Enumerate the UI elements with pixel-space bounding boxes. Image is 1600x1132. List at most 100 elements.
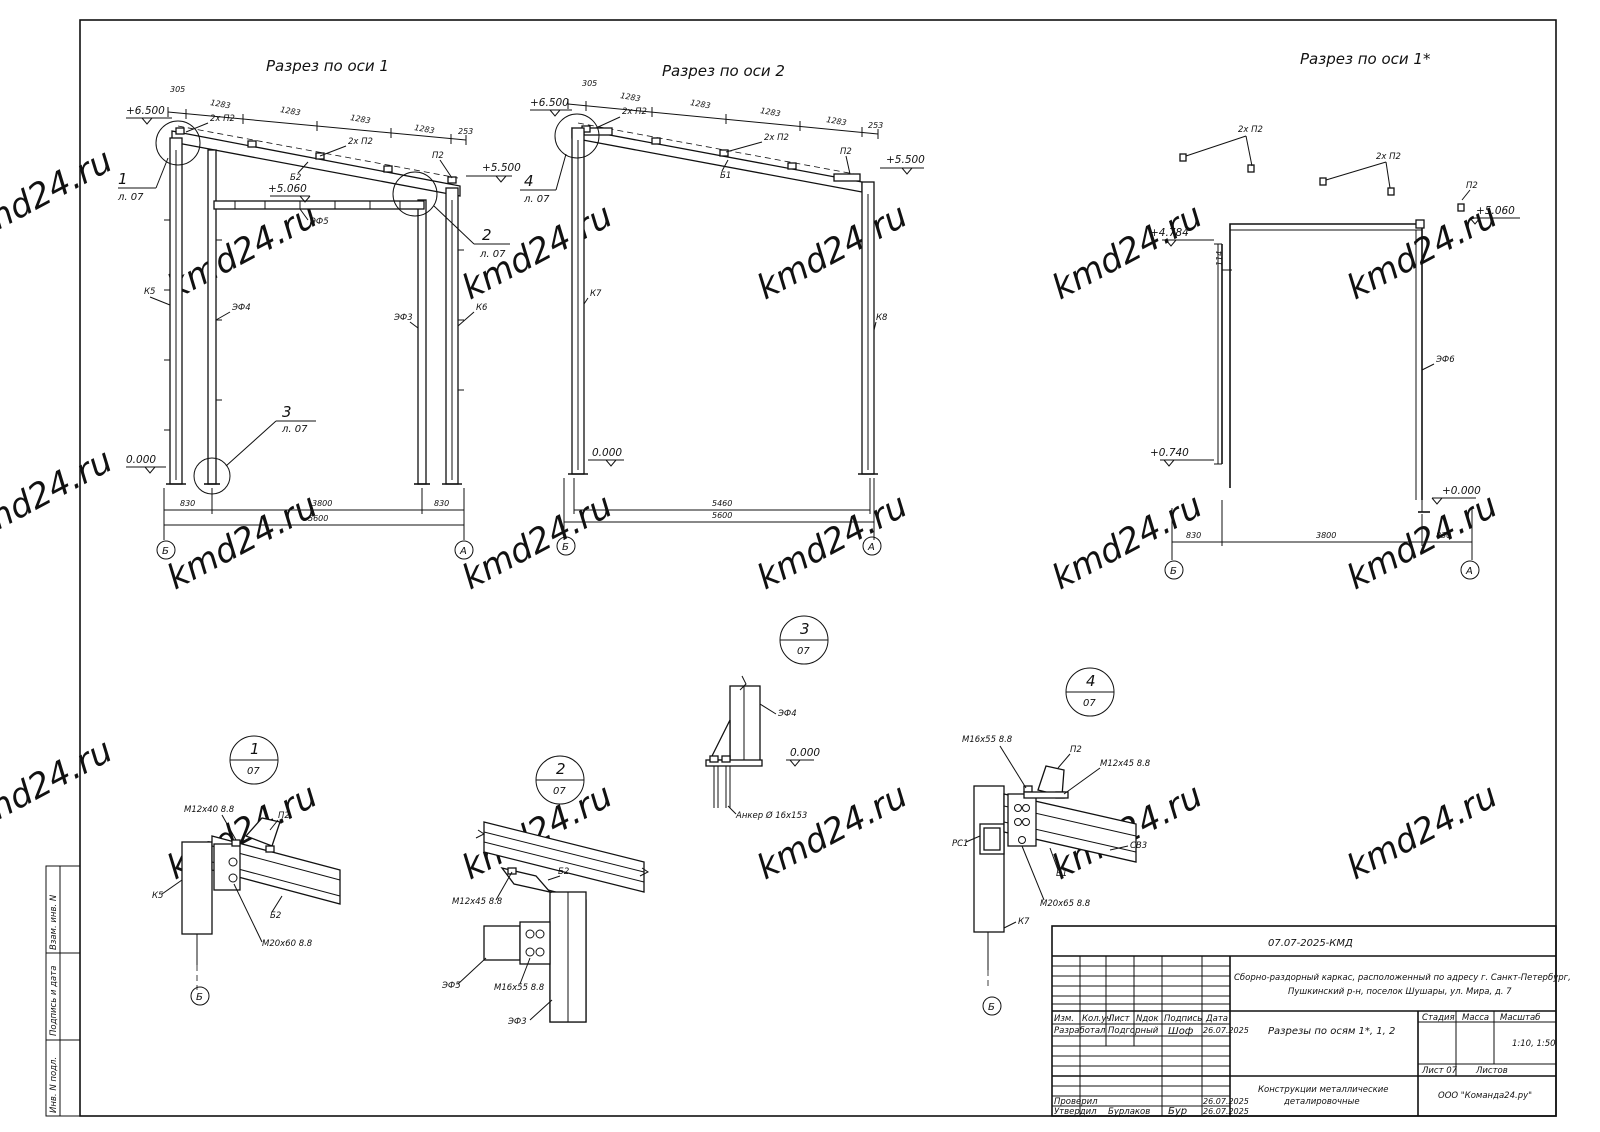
- element-label: Б2: [558, 867, 569, 877]
- axis-label: Б: [562, 542, 569, 553]
- scale-value: 1:10, 1:50: [1512, 1039, 1556, 1049]
- organization: ООО "Команда24.ру": [1438, 1091, 1532, 1101]
- object-description: Сборно-раздорный каркас, расположенный п…: [1234, 973, 1571, 983]
- element-label: К5: [152, 891, 163, 901]
- side-stamp-text: Подпись и дата: [49, 966, 59, 1036]
- dimension-label: 253: [868, 121, 883, 130]
- element-label: М12х40 8.8: [184, 805, 235, 815]
- section-title: Разрез по оси 1*: [1300, 50, 1431, 68]
- callout-number: 1: [118, 170, 128, 188]
- detail-number: 4: [1086, 672, 1096, 690]
- signature-role: Проверил: [1054, 1097, 1098, 1107]
- watermark: kmd24.ru: [160, 196, 324, 308]
- header-cell: Дата: [1205, 1014, 1228, 1024]
- dimension-label: 1283: [210, 98, 232, 110]
- level-mark: +0.000: [1442, 485, 1481, 497]
- element-label: 2х П2: [1376, 152, 1401, 162]
- dimension-label: 3800: [1316, 531, 1336, 540]
- watermark: kmd24.ru: [0, 141, 119, 253]
- element-label: ЭФ6: [1435, 355, 1455, 365]
- document-code: 07.07-2025-КМД: [1268, 938, 1353, 949]
- level-mark: +5.060: [268, 183, 307, 195]
- header-cell: Лист: [1107, 1014, 1131, 1024]
- element-label: СВ3: [1130, 841, 1147, 851]
- signature-role: Разработал: [1054, 1026, 1106, 1036]
- level-mark: +6.500: [126, 105, 165, 117]
- element-label: К7: [590, 289, 602, 299]
- header-scale: Масштаб: [1500, 1013, 1540, 1023]
- watermark: kmd24.ru: [0, 441, 119, 553]
- callout-sheet: л. 07: [523, 194, 550, 205]
- detail-number: 3: [800, 620, 810, 638]
- header-cell: Кол.уч: [1082, 1014, 1111, 1024]
- element-label: М12х45 8.8: [452, 897, 503, 907]
- element-label: П2: [840, 147, 852, 157]
- element-label: Б2: [270, 911, 281, 921]
- level-mark: +5.500: [482, 162, 521, 174]
- element-label: 2х П2: [1238, 125, 1263, 135]
- level-mark: 0.000: [790, 747, 820, 759]
- element-label: 2х П2: [348, 137, 373, 147]
- level-mark: 0.000: [592, 447, 622, 459]
- watermark: kmd24.ru: [750, 776, 914, 888]
- watermarks: kmd24.ru kmd24.ru kmd24.ru kmd24.ru kmd2…: [0, 141, 1504, 888]
- dimension-label: 5600: [308, 514, 328, 523]
- dimension-label: 1283: [280, 105, 302, 117]
- sheet-title: Разрезы по осям 1*, 1, 2: [1268, 1026, 1395, 1037]
- sheet-frame: [79, 19, 1557, 1117]
- side-stamp-text: Инв. N подл.: [49, 1057, 59, 1113]
- element-label: П2: [278, 811, 290, 821]
- axis-label: Б: [162, 546, 169, 557]
- document-title: Конструкции металлические: [1258, 1085, 1389, 1095]
- signature: Бур: [1168, 1106, 1187, 1117]
- callout-number: 4: [524, 172, 534, 190]
- callout-number: 2: [482, 226, 492, 244]
- axis-label: А: [867, 542, 875, 553]
- element-label: Анкер Ø 16х153: [735, 810, 807, 821]
- detail-number: 1: [250, 740, 260, 758]
- element-label: П2: [1466, 181, 1478, 191]
- element-label: Б1: [1056, 869, 1067, 879]
- element-label: К6: [476, 303, 488, 313]
- detail-3: 3 07 ЭФ4 0.000 Анкер Ø 16х153: [705, 615, 829, 821]
- level-mark: +0.740: [1150, 447, 1189, 459]
- element-label: П2: [1070, 745, 1082, 755]
- element-label: ЭФ4: [777, 709, 797, 719]
- level-mark: +5.500: [886, 154, 925, 166]
- section-title: Разрез по оси 1: [266, 57, 389, 75]
- callout-sheet: л. 07: [117, 192, 144, 203]
- element-label: ЭФ3: [507, 1017, 527, 1027]
- element-label: М20х65 8.8: [1040, 899, 1091, 909]
- element-label: П2: [432, 151, 444, 161]
- dimension-label: 830: [1186, 531, 1201, 540]
- section-axis-2: Разрез по оси 2 +6.500 +5.500 0.000: [520, 62, 925, 556]
- watermark: kmd24.ru: [1340, 776, 1504, 888]
- element-label: РС1: [952, 839, 968, 849]
- dimension-label: 305: [582, 79, 597, 88]
- dimension-label: 1283: [690, 98, 712, 110]
- element-label: К8: [876, 313, 888, 323]
- signature-name: Подгорный: [1108, 1026, 1159, 1036]
- side-stamp: Взам. инв. N Подпись и дата Инв. N подл.: [45, 865, 81, 1117]
- dimension-label: 830: [434, 499, 449, 508]
- dimension-label: 253: [458, 127, 473, 136]
- signature: Шоф: [1168, 1026, 1194, 1037]
- section-axis-1: Разрез по оси 1: [117, 57, 521, 560]
- detail-number: 2: [556, 760, 566, 778]
- side-stamp-text: Взам. инв. N: [49, 894, 59, 950]
- watermark: kmd24.ru: [750, 196, 914, 308]
- detail-sheet: 07: [1083, 698, 1096, 709]
- dimension-label: 830: [180, 499, 195, 508]
- element-label: 2х П2: [764, 133, 789, 143]
- detail-sheet: 07: [553, 786, 566, 797]
- header-stage: Стадия: [1422, 1013, 1455, 1023]
- element-label: ЭФ5: [309, 217, 329, 227]
- dimension-label: 830: [1436, 531, 1451, 540]
- callout-sheet: л. 07: [281, 424, 308, 435]
- element-label: 2х П2: [210, 114, 235, 124]
- dimension-label: 1283: [760, 106, 782, 118]
- level-mark: +6.500: [530, 97, 569, 109]
- object-description: Пушкинский р-н, поселок Шушары, ул. Мира…: [1288, 987, 1512, 997]
- element-label: Б1: [720, 171, 731, 181]
- dimension-label: 1283: [620, 91, 642, 103]
